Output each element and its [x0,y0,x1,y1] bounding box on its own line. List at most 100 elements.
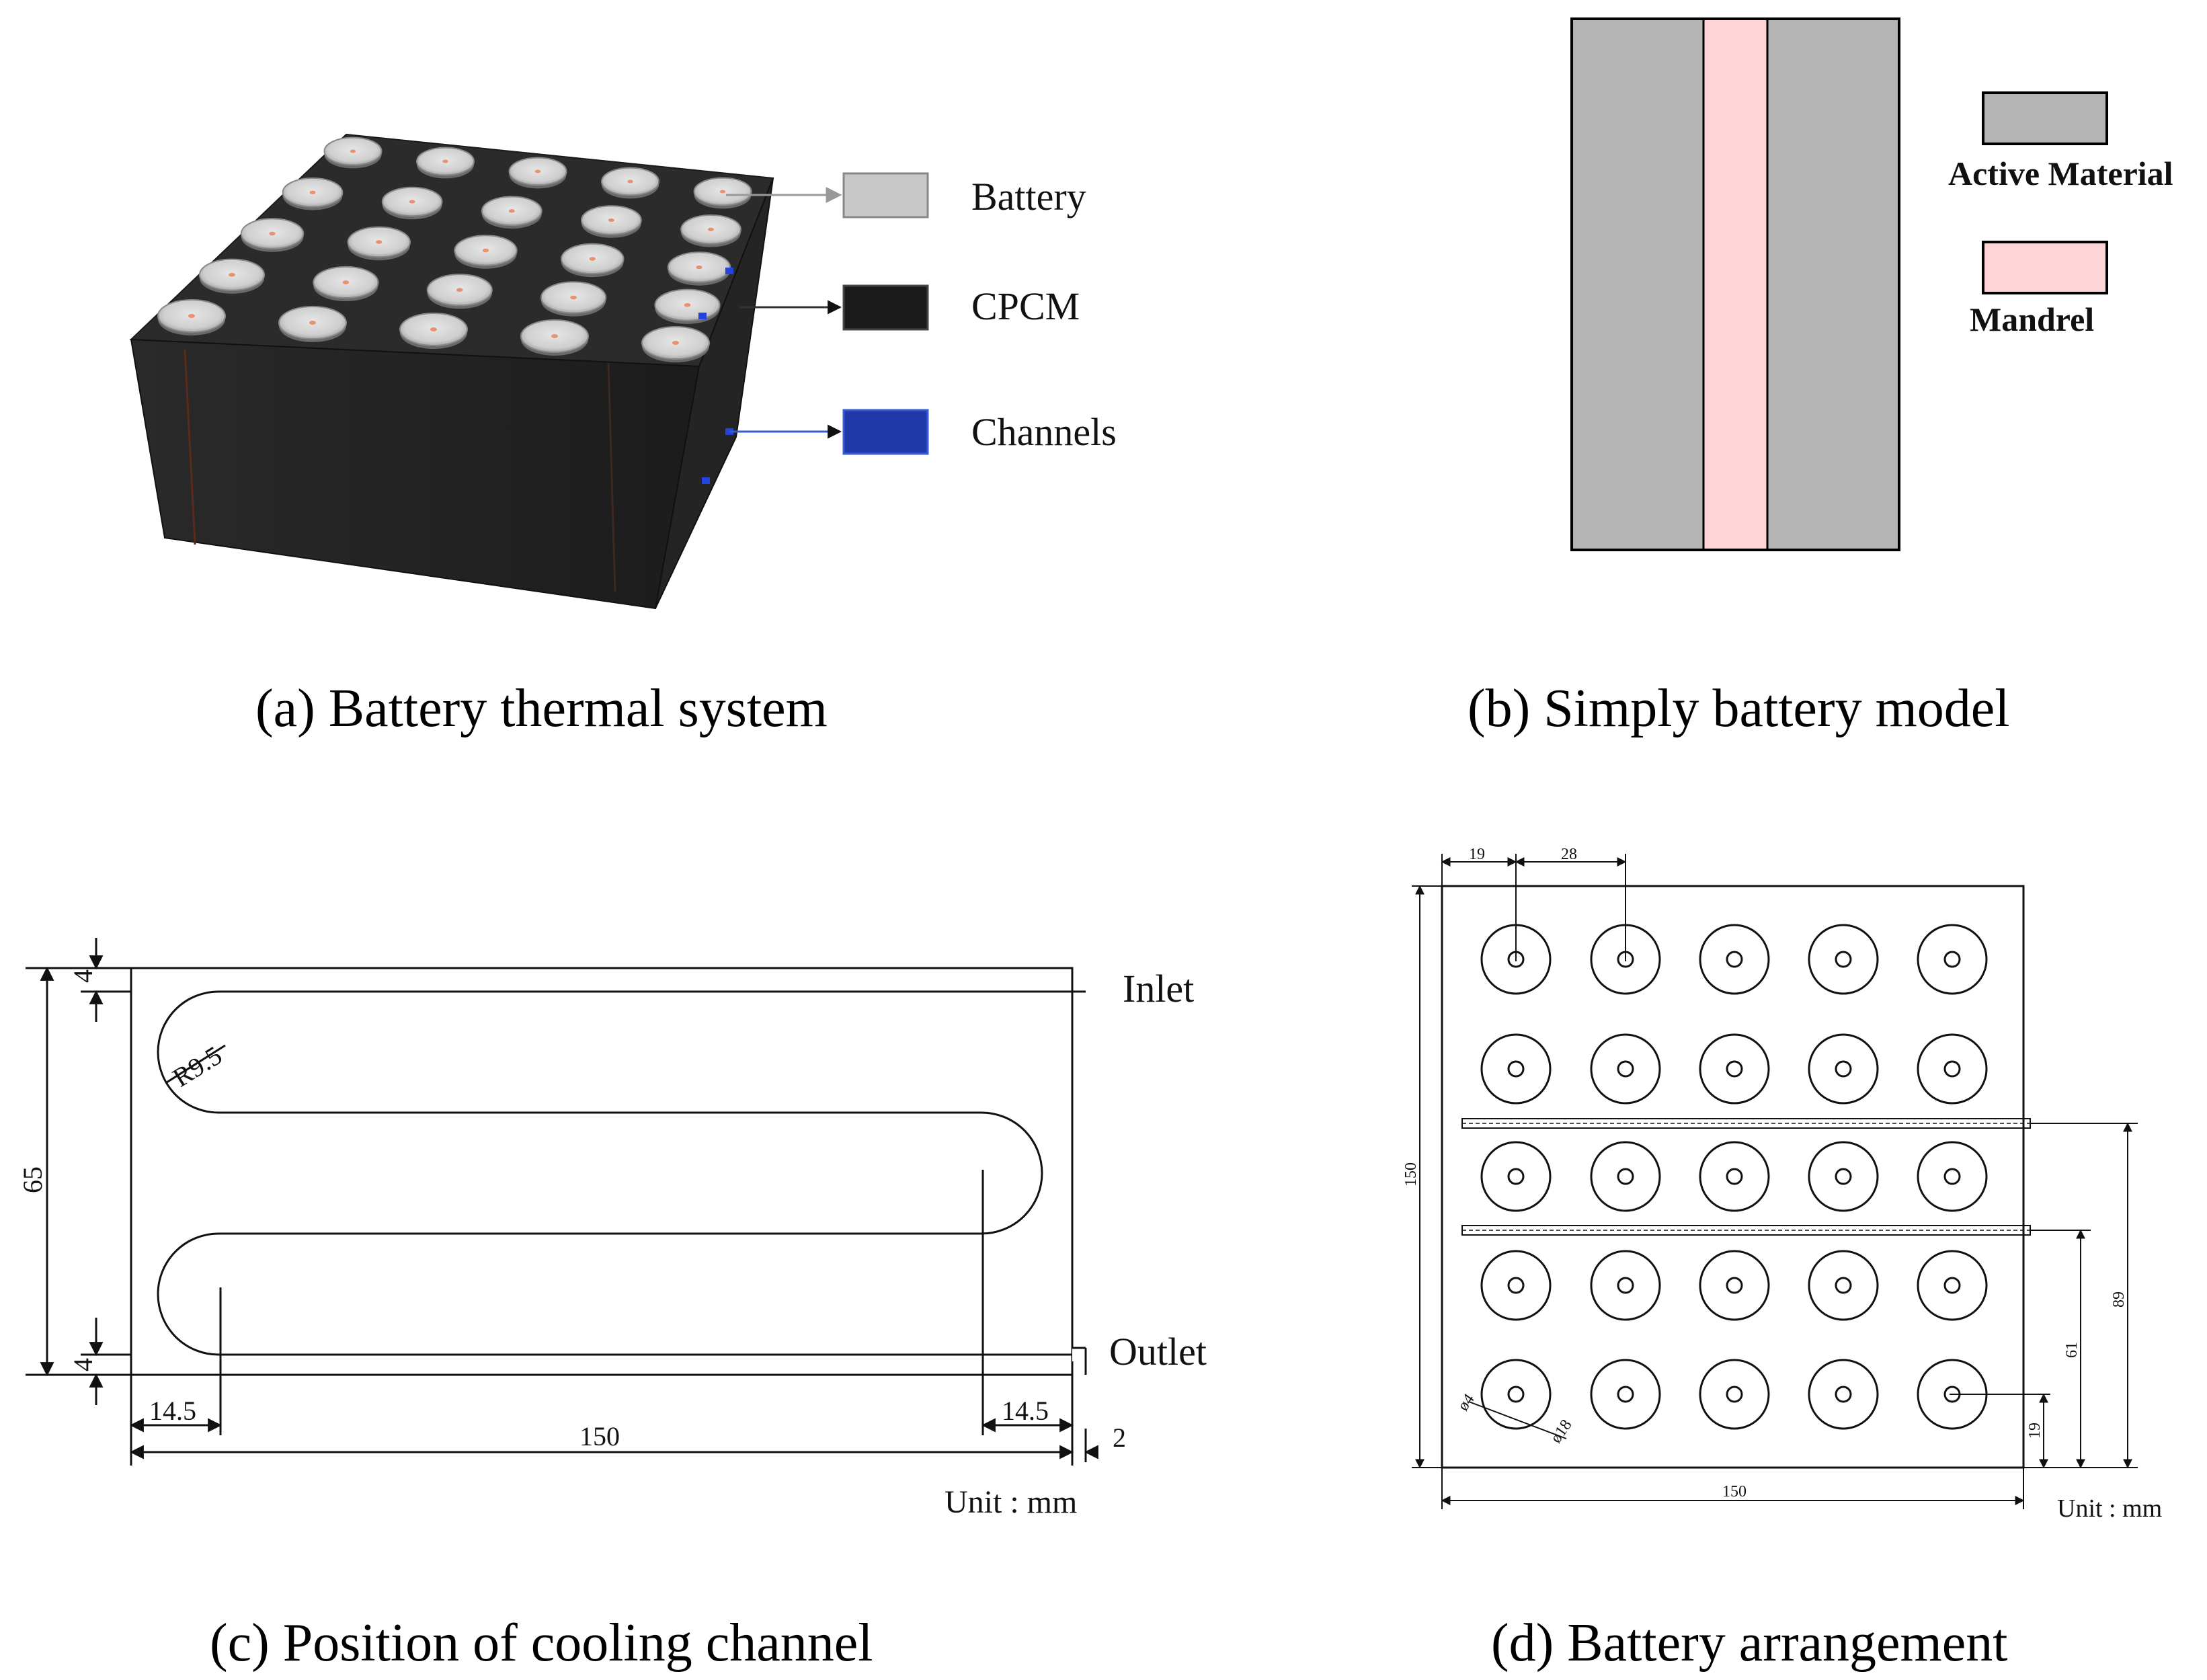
battery-inner-circle [1726,1386,1743,1403]
battery-cells [157,136,752,362]
battery-cell-core [350,149,356,153]
height-dim-label-d: 150 [1402,1162,1420,1187]
battery-inner-circle [1726,1060,1743,1078]
battery-inner-circle [1835,1277,1852,1294]
battery-outer-circle [1699,924,1770,995]
channel-marker [698,313,707,319]
battery-cell-core [627,179,633,184]
battery-outer-circle [1917,924,1988,995]
battery-outer-circle [1808,1033,1879,1105]
battery-cell-core [570,295,577,300]
legend-mandrel-swatch [1982,241,2108,294]
caption-d: (d) Battery arrangement [1491,1613,2008,1673]
channel-marker [702,477,710,484]
battery-outer-circle [1917,1250,1988,1321]
width-dim-label: 150 [579,1421,620,1451]
outlet-label: Outlet [1109,1330,1207,1373]
battery-cell-core [309,190,316,194]
legend-battery-swatch [842,172,929,218]
battery-inner-circle [1507,1168,1525,1185]
overhang-label: 2 [1113,1423,1126,1453]
battery-outer-circle [1808,1141,1879,1212]
battery-inner-circle [1726,1277,1743,1294]
bottom-first-label: 19 [2026,1423,2044,1439]
legend-battery: Battery [726,172,1086,218]
battery-cell-core [430,327,437,331]
battery-outer-circle [1808,924,1879,995]
battery-outer-circle [1480,1141,1552,1212]
unit-label-d: Unit : mm [2057,1494,2162,1523]
plate-outline [130,967,1074,1376]
panel-c-labels: Inlet Outlet R9.5 65 4 4 14.5 14.5 150 2… [17,967,1207,1673]
caption-b: (b) Simply battery model [1468,679,2010,738]
battery-outer-circle [1480,1033,1552,1105]
legend-channels-swatch [842,409,929,455]
legend-cpcm-swatch [842,284,929,331]
battery-cell-core [342,280,350,284]
battery-cell-core [719,190,726,194]
battery-cell-core [696,265,703,270]
battery-inner-circle [1617,1277,1634,1294]
caption-a: (a) Battery thermal system [255,679,828,738]
battery-inner-circle [1507,1277,1525,1294]
battery-outer-circle [1917,1141,1988,1212]
battery-inner-circle [1943,1168,1961,1185]
battery-outer-circle [1808,1250,1879,1321]
battery-inner-circle [1617,1168,1634,1185]
battery-inner-circle [1835,1168,1852,1185]
battery-cell-core [409,200,415,204]
battery-cell-core [309,321,316,325]
battery-outer-circle [1917,1033,1988,1105]
inlet-label: Inlet [1123,967,1194,1010]
radius-label: R9.5 [167,1040,227,1093]
battery-outer-circle [1480,1359,1552,1430]
battery-outer-circle [1808,1359,1879,1430]
battery-outer-circle [1699,1250,1770,1321]
battery-inner-circle [1943,1277,1961,1294]
top-offset-label: 4 [68,969,98,983]
battery-outer-circle [1699,1033,1770,1105]
battery-cell-core [376,240,383,244]
inner-diameter-label: ø4 [1455,1391,1478,1414]
panel-c-cooling-channel-position [26,938,1098,1466]
battery-inner-circle [1835,951,1852,968]
panel-a-battery-thermal-system: Battery CPCM Channels (a) Battery therma… [129,133,1117,738]
battery-cell-core [508,209,515,213]
legend-cpcm: CPCM [739,284,1080,331]
height-dim-label: 65 [17,1166,48,1193]
battery-cell-core [608,218,614,223]
battery-inner-circle [1507,1386,1525,1403]
battery-inner-circle [1726,1168,1743,1185]
mandrel [1703,19,1767,550]
unit-label-c: Unit : mm [945,1484,1077,1520]
battery-inner-circle [1943,951,1961,968]
battery-cell-core [482,248,489,253]
battery-inner-circle [1617,1060,1634,1078]
battery-cell-core [708,227,714,231]
outer-diameter-label: ø18 [1548,1416,1576,1446]
x-first-label: 19 [1469,846,1485,863]
left-offset-label: 14.5 [149,1396,196,1426]
cooling-channel [157,990,1086,1356]
active-material-left [1572,19,1703,550]
plate-outline-d [1441,885,2025,1469]
channel-marker [725,268,733,274]
panel-d-labels: 19 28 150 150 19 61 89 ø4 ø18 Unit : mm … [1402,846,2162,1673]
battery-cell-core [229,272,235,277]
caption-c: (c) Position of cooling channel [210,1613,873,1673]
legend-active-material-swatch [1982,91,2108,145]
battery-inner-circle [1943,1060,1961,1078]
battery-cell-core [534,169,541,173]
battery-outer-circle [1590,1359,1661,1430]
battery-inner-circle [1617,1386,1634,1403]
legend-mandrel-label: Mandrel [1970,301,2094,338]
battery-cell-core [269,231,276,236]
battery-cell-core [456,288,463,292]
battery-cell-core [442,159,448,163]
bottom-offset-label: 4 [68,1358,98,1371]
battery-outer-circle [1699,1359,1770,1430]
battery-cell-core [672,341,679,345]
block-edge-line [607,362,616,592]
battery-outer-circle [1590,1141,1661,1212]
